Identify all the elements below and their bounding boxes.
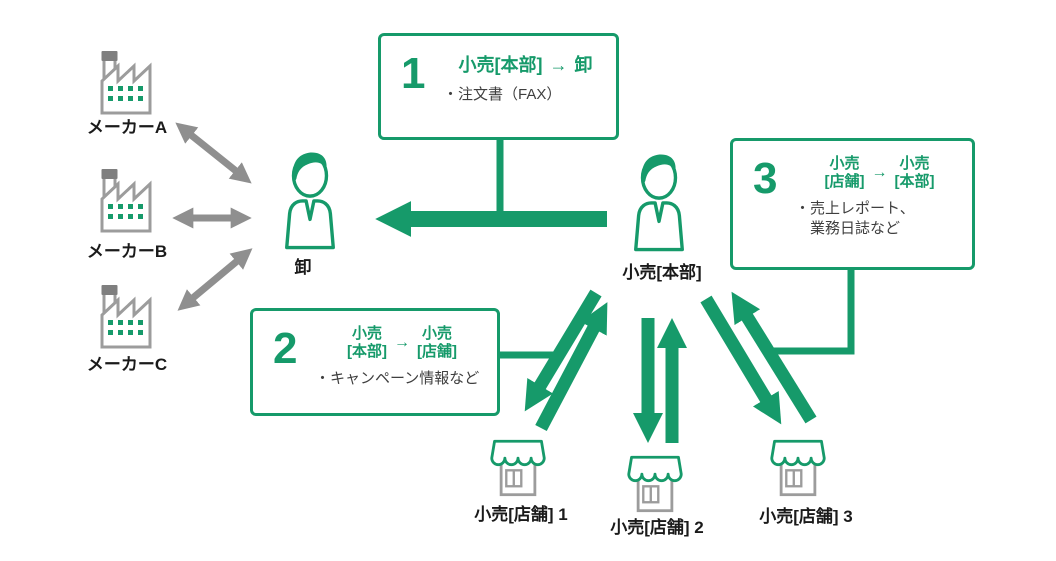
- store-1-label: 小売[店舗] 1: [474, 505, 568, 524]
- store-icon-1: [488, 438, 548, 497]
- right-arrow-glyph: →: [871, 164, 888, 181]
- callout-1-body: ・注文書（FAX）: [443, 85, 562, 103]
- factory-icon-a: [95, 48, 159, 116]
- callout-3-number: 3: [753, 154, 778, 203]
- connector-callout-3: [770, 269, 855, 355]
- callout-2-number: 2: [273, 324, 298, 373]
- store-2-label: 小売[店舗] 2: [610, 518, 704, 537]
- callout-1-box: 1 小売[本部] → 卸 ・注文書（FAX）: [378, 33, 619, 140]
- store-icon-3: [768, 438, 828, 497]
- factory-icon-c: [95, 282, 159, 350]
- callout-1-number: 1: [401, 49, 426, 98]
- arrow-manufacturer-a-wholesaler: [175, 122, 252, 184]
- callout-2-body: ・キャンペーン情報など: [315, 370, 480, 387]
- manufacturer-c-label: メーカーC: [86, 355, 168, 374]
- right-arrow-glyph: →: [394, 334, 410, 351]
- right-arrow-glyph: →: [549, 55, 568, 76]
- callout-3-box: 3 小売[店舗] → 小売[本部] ・売上レポート、 業務日誌など: [730, 138, 975, 270]
- callout-2-box: 2 小売[本部] → 小売[店舗] ・キャンペーン情報など: [250, 308, 500, 416]
- store-3-label: 小売[店舗] 3: [759, 507, 853, 526]
- callout-3-body: ・売上レポート、 業務日誌など: [795, 200, 915, 237]
- callout-3-title: 小売[店舗] → 小売[本部]: [824, 155, 935, 190]
- manufacturer-a-label: メーカーA: [86, 118, 168, 137]
- callout-1-title: 小売[本部] → 卸: [458, 55, 593, 76]
- callout-2-title: 小売[本部] → 小売[店舗]: [347, 325, 457, 360]
- wholesaler-label: 卸: [294, 258, 312, 277]
- arrow-store1-to-hq: [535, 302, 608, 432]
- arrow-hq-to-store3: [700, 295, 782, 425]
- arrow-manufacturer-c-wholesaler: [177, 248, 253, 311]
- headquarters-person-icon: [627, 150, 691, 254]
- store-icon-2: [625, 454, 685, 513]
- wholesaler-person-icon: [278, 148, 342, 252]
- factory-icon-b: [95, 166, 159, 234]
- headquarters-label: 小売[本部]: [622, 263, 702, 282]
- manufacturer-b-label: メーカーB: [86, 242, 168, 261]
- arrow-store3-to-hq: [731, 291, 817, 424]
